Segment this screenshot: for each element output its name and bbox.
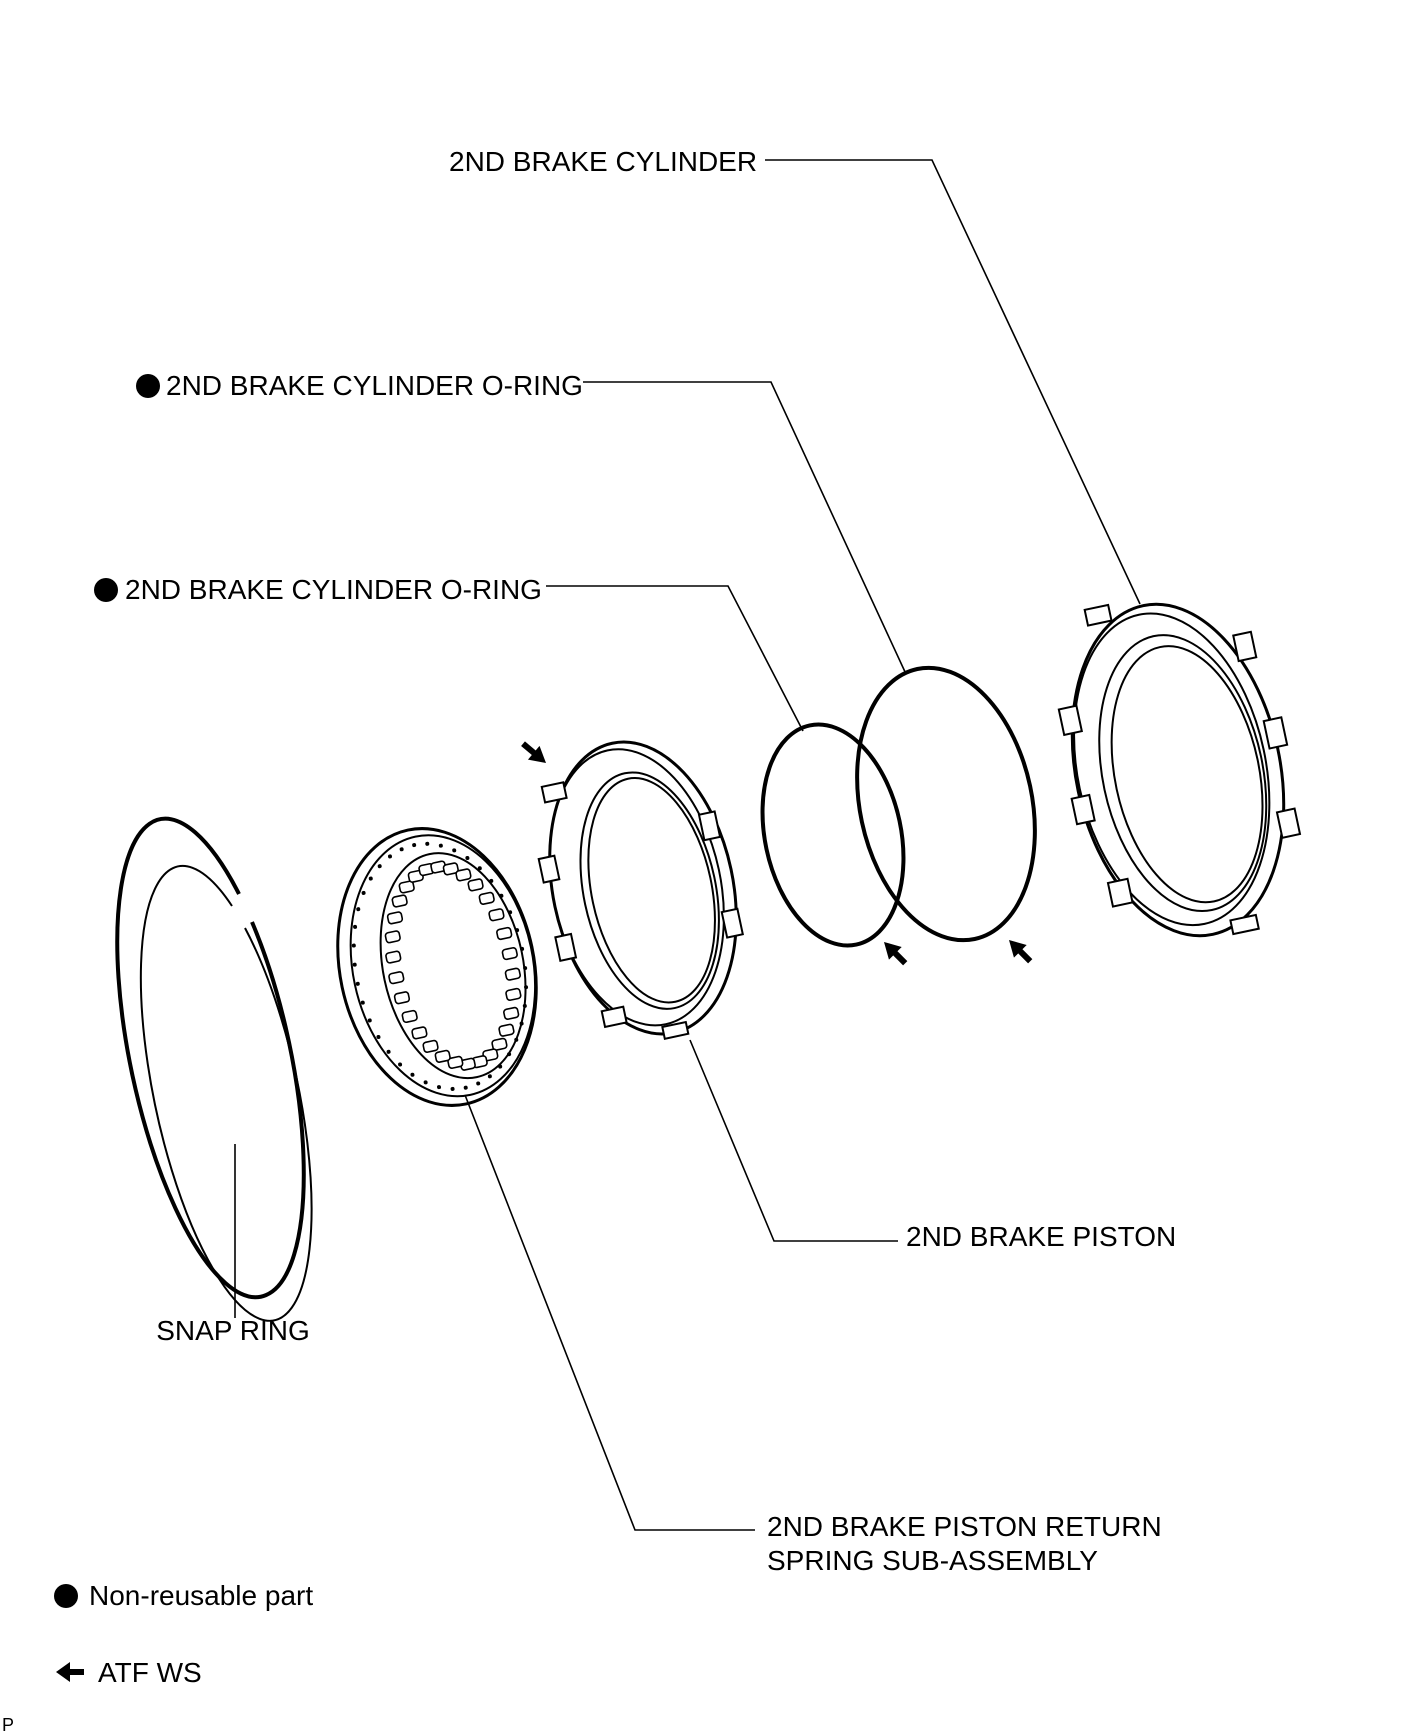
plate-hole xyxy=(376,1034,381,1039)
label-return-spring-line1: 2ND BRAKE PISTON RETURN xyxy=(767,1511,1162,1542)
spring-coil xyxy=(504,967,521,981)
plate-hole xyxy=(477,866,482,871)
spring-coil xyxy=(422,1039,439,1053)
spring-coil xyxy=(496,926,513,941)
plate-hole xyxy=(520,946,525,951)
plate-hole xyxy=(353,924,358,929)
atf-arrow-icon-piston xyxy=(521,741,546,763)
plate-hole xyxy=(476,1081,481,1086)
plate-hole xyxy=(355,981,360,986)
spring-coil xyxy=(501,946,518,961)
atf-arrow-icon-inner-o-ring xyxy=(884,942,908,966)
plate-hole xyxy=(514,1037,519,1042)
plate-hole xyxy=(423,1080,428,1085)
non-reusable-dot-outer-o-ring xyxy=(136,374,160,398)
plate-hole xyxy=(361,890,366,895)
plate-hole xyxy=(367,1018,372,1023)
plate-hole xyxy=(377,864,382,869)
legend-atf-text: ATF WS xyxy=(98,1657,202,1688)
spring-coil xyxy=(498,1023,515,1037)
corner-mark: P xyxy=(2,1715,14,1734)
plate-hole xyxy=(356,907,361,912)
plate-hole xyxy=(499,893,504,898)
spring-coil xyxy=(391,894,408,908)
brake-cylinder-part xyxy=(1057,602,1302,938)
plate-hole xyxy=(487,1074,492,1079)
leader-outer-o-ring xyxy=(583,381,907,675)
label-snap-ring: SNAP RING xyxy=(156,1315,310,1346)
plate-hole xyxy=(399,847,404,852)
leader-inner-o-ring xyxy=(546,585,804,732)
plate-hole xyxy=(508,910,513,915)
spring-coil xyxy=(434,1049,451,1063)
label-outer-o-ring: 2ND BRAKE CYLINDER O-RING xyxy=(166,370,583,401)
legend-non-reusable-dot xyxy=(54,1584,78,1608)
legend-atf-arrow-icon xyxy=(56,1662,84,1682)
spring-coils xyxy=(351,841,529,1091)
plate-hole xyxy=(523,966,528,971)
label-2nd-brake-piston: 2ND BRAKE PISTON xyxy=(906,1221,1176,1252)
plate-hole xyxy=(524,985,529,990)
plate-hole xyxy=(489,878,494,883)
spring-coil xyxy=(467,878,484,892)
spring-coil xyxy=(478,891,495,905)
spring-coil xyxy=(386,911,404,925)
plate-hole xyxy=(465,855,470,860)
leader-return-spring xyxy=(464,1094,755,1531)
label-return-spring-line2: SPRING SUB-ASSEMBLY xyxy=(767,1545,1098,1576)
plate-hole xyxy=(463,1085,468,1090)
plate-hole xyxy=(507,1052,512,1057)
piston-part xyxy=(537,740,744,1040)
spring-coil xyxy=(442,862,459,876)
plate-hole xyxy=(386,1049,391,1054)
plate-hole xyxy=(425,841,430,846)
spring-coil xyxy=(455,868,472,882)
spring-coil xyxy=(384,930,401,944)
inner-o-ring-part xyxy=(760,722,906,948)
spring-coil xyxy=(491,1037,508,1051)
plate-hole xyxy=(410,1072,415,1077)
plate-hole xyxy=(515,928,520,933)
plate-hole xyxy=(452,848,457,853)
spring-coil xyxy=(401,1009,418,1024)
plate-hole xyxy=(368,876,373,881)
plate-hole xyxy=(412,843,417,848)
spring-coil xyxy=(488,908,505,922)
leader-brake-cylinder xyxy=(765,159,1141,605)
plate-hole xyxy=(351,943,356,948)
non-reusable-dot-inner-o-ring xyxy=(94,578,118,602)
atf-arrow-icon-outer-o-ring xyxy=(1009,940,1033,964)
plate-hole xyxy=(437,1085,442,1090)
plate-hole xyxy=(438,843,443,848)
plate-hole xyxy=(450,1086,455,1091)
outer-o-ring-part xyxy=(855,665,1037,943)
spring-coil xyxy=(503,1006,520,1020)
spring-coil xyxy=(385,950,402,964)
snap-ring-part xyxy=(115,816,313,1322)
plate-hole xyxy=(398,1062,403,1067)
leader-piston xyxy=(689,1039,898,1242)
spring-coil xyxy=(398,880,415,894)
legend-non-reusable-text: Non-reusable part xyxy=(89,1580,313,1611)
plate-hole xyxy=(387,854,392,859)
spring-coil xyxy=(388,971,405,985)
return-spring-part xyxy=(336,827,538,1107)
label-2nd-brake-cylinder: 2ND BRAKE CYLINDER xyxy=(449,146,757,177)
spring-coil xyxy=(447,1055,464,1069)
spring-coil xyxy=(411,1026,428,1040)
plate-hole xyxy=(519,1021,524,1026)
label-inner-o-ring: 2ND BRAKE CYLINDER O-RING xyxy=(125,574,542,605)
plate-hole xyxy=(498,1064,503,1069)
plate-hole xyxy=(360,1000,365,1005)
spring-coil xyxy=(505,987,522,1002)
spring-coil xyxy=(393,991,411,1005)
plate-hole xyxy=(522,1003,527,1008)
plate-hole xyxy=(352,962,357,967)
